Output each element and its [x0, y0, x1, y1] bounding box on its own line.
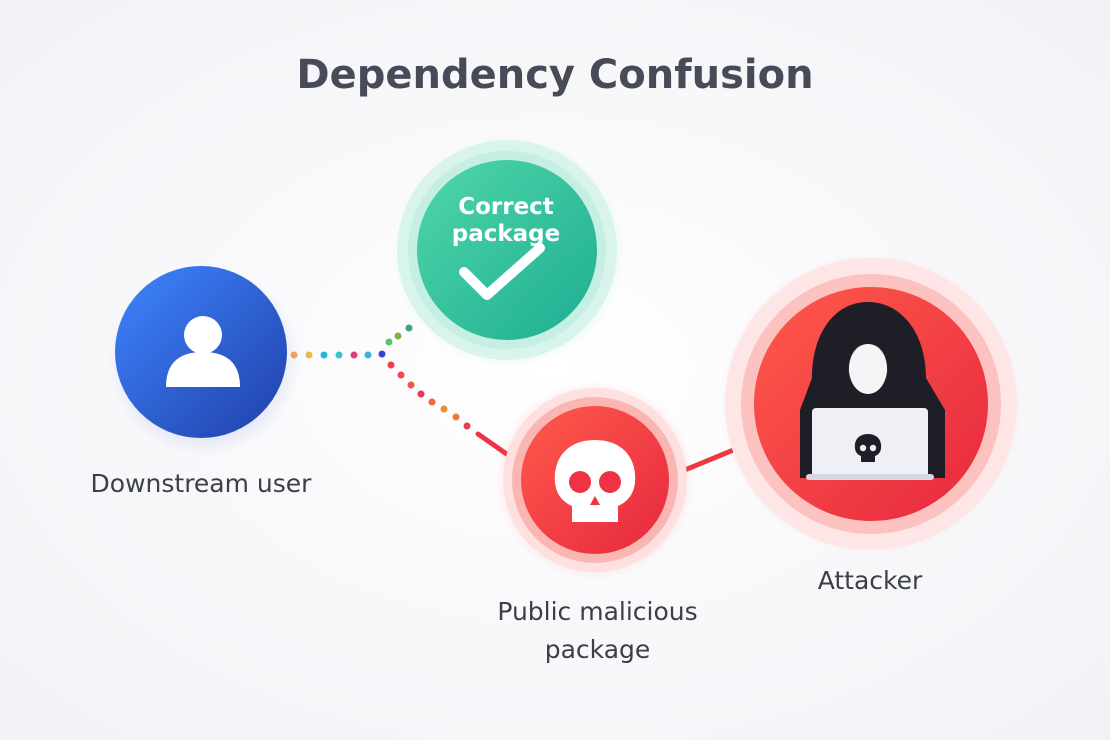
- malicious-package-node: [495, 380, 695, 580]
- malicious-package-label-line1: Public malicious: [497, 597, 698, 626]
- malicious-package-label: Public malicious package: [470, 593, 725, 669]
- attacker-label-text: Attacker: [817, 566, 923, 595]
- person-icon: [166, 316, 240, 387]
- malicious-package-label-line2: package: [544, 635, 651, 664]
- downstream-user-label-text: Downstream user: [90, 469, 312, 498]
- skull-icon: [554, 440, 636, 522]
- connector-user-to-malicious: [387, 361, 511, 458]
- diagram-title: Dependency Confusion: [296, 52, 814, 98]
- downstream-user-node: [108, 264, 300, 456]
- correct-package-label-line2: package: [452, 221, 561, 247]
- attacker-label: Attacker: [770, 562, 970, 600]
- checkmark-icon: [459, 243, 545, 300]
- attacker-node: [719, 252, 1023, 556]
- connector-user-to-correct: [290, 324, 413, 359]
- correct-package-node: Correct package: [393, 136, 625, 368]
- hooded-hacker-laptop-icon: [800, 302, 945, 480]
- correct-package-label-line1: Correct: [458, 194, 554, 220]
- downstream-user-label: Downstream user: [66, 465, 336, 503]
